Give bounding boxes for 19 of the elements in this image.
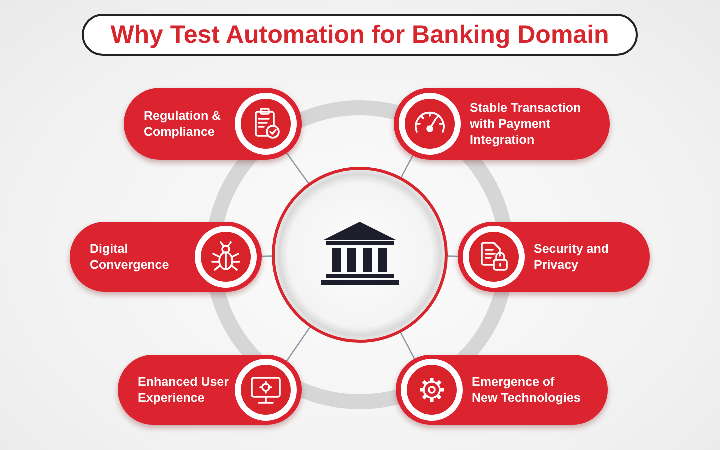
topic-label: Security and Privacy — [534, 241, 610, 273]
topic-label: Enhanced User Experience — [138, 374, 230, 406]
topic-pill — [394, 88, 610, 160]
connector-line — [400, 156, 414, 178]
title: Why Test Automation for Banking Domain — [82, 14, 638, 56]
connector-line — [286, 152, 310, 184]
topic-pill — [70, 222, 262, 292]
topic-label: Digital Convergence — [90, 241, 170, 273]
topic-pill — [458, 222, 650, 292]
topic-label: Stable Transaction with Payment Integration — [470, 100, 582, 148]
topic-label: Regulation & Compliance — [144, 108, 222, 140]
connector-line — [400, 332, 416, 360]
connector-line — [448, 256, 458, 258]
topic-pill — [124, 88, 302, 160]
topic-label: Emergence of New Technologies — [472, 374, 582, 406]
topic-pill — [118, 355, 302, 425]
connector-line — [262, 256, 272, 258]
connector-line — [286, 327, 311, 362]
topic-pill — [396, 355, 608, 425]
